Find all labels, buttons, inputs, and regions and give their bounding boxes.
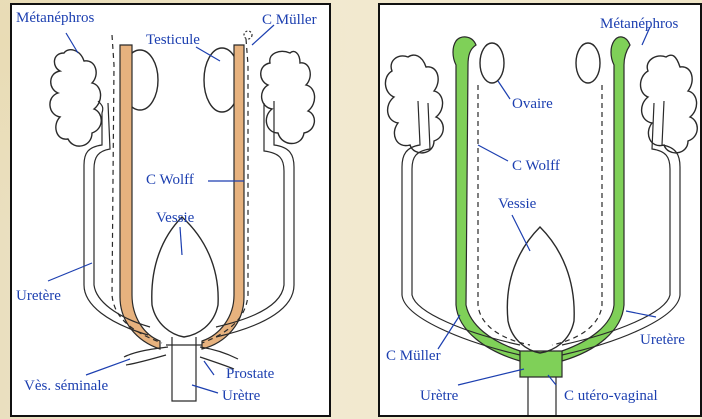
label-testicule: Testicule	[146, 33, 200, 48]
urethra-shape	[528, 377, 556, 417]
metanephros-right-shape	[261, 51, 315, 143]
wolff-duct-left	[478, 85, 530, 345]
label-uretere: Uretère	[16, 289, 61, 304]
muller-tip-right	[244, 31, 252, 39]
label-uretre: Urètre	[420, 389, 458, 404]
uretere-right-outer	[216, 101, 294, 337]
urethra-shape	[172, 337, 196, 401]
vessie-shape	[507, 227, 574, 353]
label-c-wolff: C Wolff	[146, 173, 194, 188]
wolff-duct-right	[552, 85, 602, 345]
ves-seminale-left	[124, 347, 168, 365]
ovaire-left-shape	[480, 43, 504, 83]
label-prostate: Prostate	[226, 367, 274, 382]
ovaire-right-shape	[576, 43, 600, 83]
label-c-utero-vaginal: C utéro-vaginal	[564, 389, 658, 404]
muller-duct-right	[562, 37, 630, 361]
metanephros-left-shape	[50, 50, 101, 146]
label-ovaire: Ovaire	[512, 97, 553, 112]
label-metanephros: Métanéphros	[16, 11, 94, 26]
label-vessie: Vessie	[498, 197, 536, 212]
label-uretere: Uretère	[640, 333, 685, 348]
metanephros-left-shape	[385, 55, 443, 153]
label-c-muller: C Müller	[262, 13, 317, 28]
wolff-duct-left	[120, 45, 160, 349]
metanephros-right-shape	[641, 55, 698, 153]
label-metanephros: Métanéphros	[600, 17, 678, 32]
c-utero-vaginal-shape	[520, 351, 562, 377]
vessie-shape	[152, 217, 218, 337]
female-diagram-panel: Métanéphros Ovaire C Wolff Vessie Uretèr…	[378, 3, 702, 417]
label-c-wolff: C Wolff	[512, 159, 560, 174]
label-ves-seminale: Vès. séminale	[24, 379, 108, 394]
male-diagram-panel: Métanéphros Testicule C Müller C Wolff V…	[10, 3, 331, 417]
wolff-duct-right	[202, 45, 244, 349]
label-uretre: Urètre	[222, 389, 260, 404]
label-vessie: Vessie	[156, 211, 194, 226]
label-c-muller: C Müller	[386, 349, 441, 364]
